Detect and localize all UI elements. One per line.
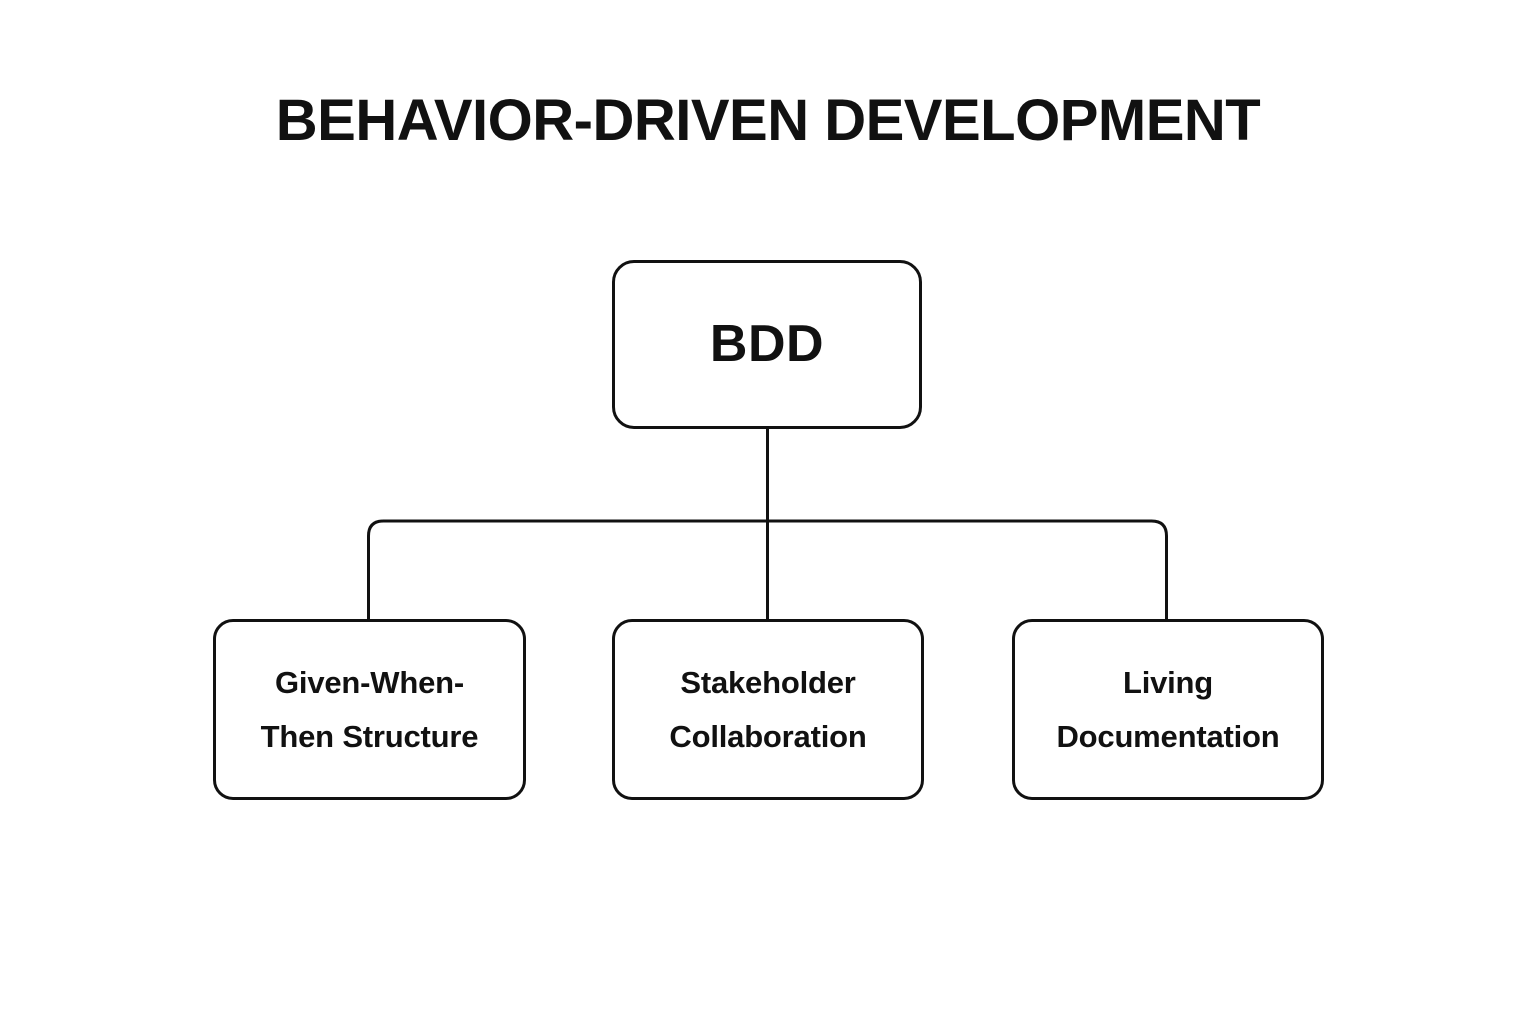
node-given-when-then[interactable]: Given-When- Then Structure xyxy=(213,619,526,800)
node-living-documentation-label: Living Documentation xyxy=(1056,664,1280,754)
node-bdd-label: BDD xyxy=(709,314,825,373)
page-title: BEHAVIOR-DRIVEN DEVELOPMENT xyxy=(275,88,1261,153)
node-stakeholder-collaboration[interactable]: Stakeholder Collaboration xyxy=(612,619,924,800)
node-bdd[interactable]: BDD xyxy=(612,260,922,429)
connector-bus-left xyxy=(367,519,768,619)
connector-bus-right xyxy=(767,519,1168,619)
node-stakeholder-collaboration-label: Stakeholder Collaboration xyxy=(669,664,867,754)
node-living-documentation[interactable]: Living Documentation xyxy=(1012,619,1324,800)
node-given-when-then-label: Given-When- Then Structure xyxy=(260,664,479,754)
